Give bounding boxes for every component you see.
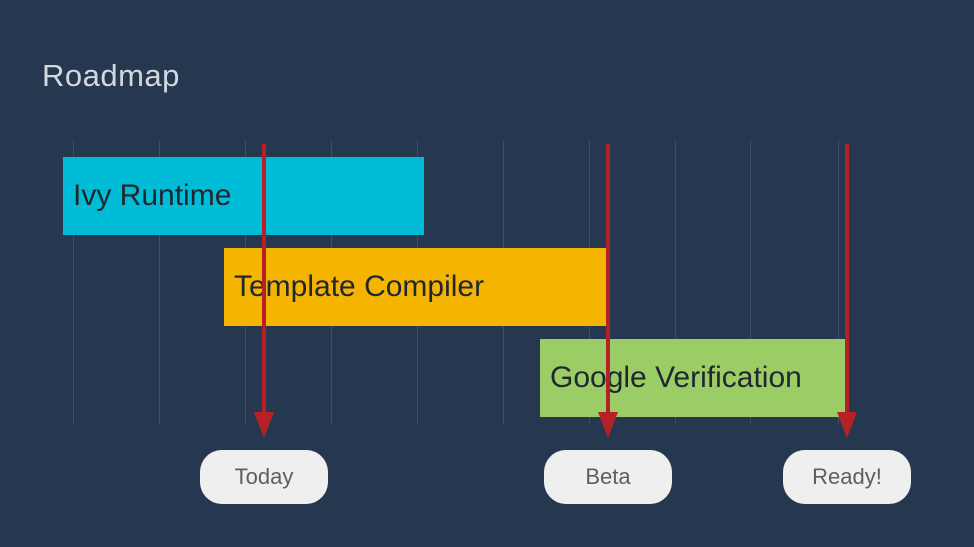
grid-line bbox=[73, 140, 74, 424]
grid-line bbox=[750, 140, 751, 424]
bar-label: Ivy Runtime bbox=[73, 179, 232, 212]
milestone-ready-button[interactable]: Ready! bbox=[783, 450, 911, 504]
beta-arrow-head-icon bbox=[598, 412, 618, 438]
bar-label: Template Compiler bbox=[234, 270, 485, 303]
bar-label: Google Verification bbox=[550, 361, 802, 394]
today-arrow-head-icon bbox=[254, 412, 274, 438]
grid-line bbox=[838, 140, 839, 424]
milestone-label: Beta bbox=[585, 464, 631, 489]
grid-line bbox=[159, 140, 160, 424]
google-verification-bar: Google Verification bbox=[540, 339, 848, 417]
milestone-today-button[interactable]: Today bbox=[200, 450, 328, 504]
template-compiler-bar: Template Compiler bbox=[224, 248, 608, 326]
milestone-beta-button[interactable]: Beta bbox=[544, 450, 672, 504]
beta-arrow-line bbox=[606, 144, 610, 419]
milestone-label: Ready! bbox=[812, 464, 882, 489]
milestone-label: Today bbox=[234, 464, 294, 489]
ready-arrow-line bbox=[845, 144, 849, 419]
ivy-runtime-bar: Ivy Runtime bbox=[63, 157, 424, 235]
ready-arrow-head-icon bbox=[837, 412, 857, 438]
grid-line bbox=[675, 140, 676, 424]
slide-title: Roadmap bbox=[42, 58, 180, 93]
today-arrow-line bbox=[262, 144, 266, 419]
